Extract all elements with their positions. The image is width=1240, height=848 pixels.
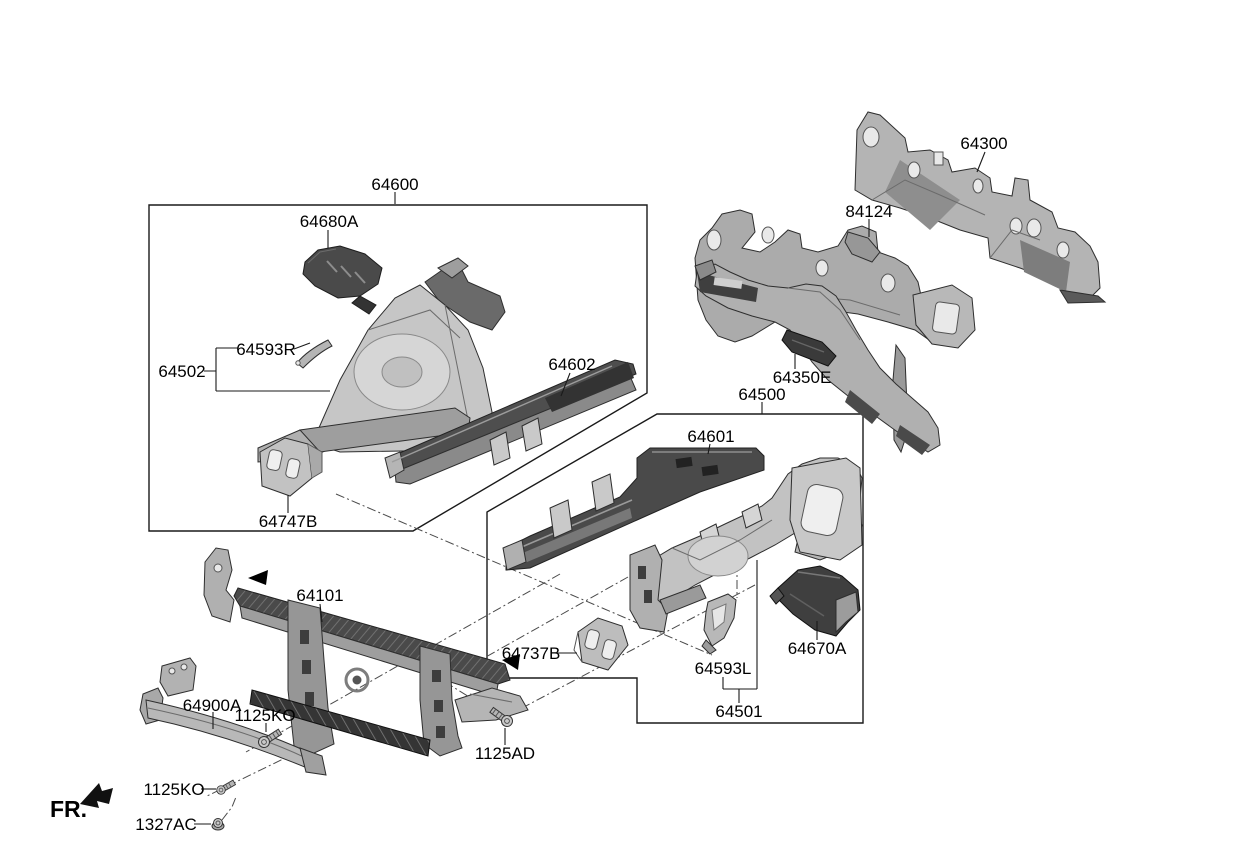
part-label-64670a[interactable]: 64670A [788,639,847,658]
part-64101-radiator-support-assembly[interactable] [203,547,529,757]
part-label-64101[interactable]: 64101 [296,586,343,605]
part-64593r-bracket[interactable] [295,339,333,369]
leader-lines [194,151,986,825]
part-64300-dash-panel[interactable] [854,111,1107,304]
part-64737b-mounting-plate[interactable] [573,617,629,671]
part-label-64737b[interactable]: 64737B [502,644,561,663]
part-label-64350e[interactable]: 64350E [773,368,832,387]
part-label-64601[interactable]: 64601 [687,427,734,446]
part-label-64600[interactable]: 64600 [371,175,418,194]
part-64900a-bumper-beam[interactable] [139,657,327,776]
bolt-1125ko-lower[interactable] [215,779,237,796]
part-64501-fender-apron-assembly[interactable] [629,457,863,633]
part-label-64300[interactable]: 64300 [960,134,1007,153]
bolt-1125ko-upper[interactable] [256,727,283,750]
assembly-box-64500-outline [486,413,864,724]
part-label-64502[interactable]: 64502 [158,362,205,381]
part-label-64602[interactable]: 64602 [548,355,595,374]
part-64747b-mounting-plate[interactable] [259,437,323,497]
part-64680a-reinforcement[interactable] [302,245,383,315]
part-label-64501[interactable]: 64501 [715,702,762,721]
part-64593l-bracket[interactable] [701,593,737,655]
part-64602-side-member[interactable] [384,359,637,485]
part-label-1125ko-lower[interactable]: 1125KO [143,780,204,799]
part-label-64593r[interactable]: 64593R [236,340,296,359]
fr-direction-arrow-icon [80,783,113,808]
part-64502-fender-apron-assembly[interactable] [257,257,506,471]
part-64670a-cover[interactable] [769,565,861,637]
part-label-64593l[interactable]: 64593L [695,659,752,678]
part-label-64680a[interactable]: 64680A [300,212,359,231]
fr-direction-indicator: FR. [50,783,113,822]
part-label-84124[interactable]: 84124 [845,202,892,221]
nut-1327ac[interactable] [211,818,225,831]
part-label-64500[interactable]: 64500 [738,385,785,404]
part-label-64747b[interactable]: 64747B [259,512,318,531]
part-label-1125ad[interactable]: 1125AD [475,744,535,763]
bolt-1125ad[interactable] [488,705,514,728]
part-64601-side-member[interactable] [502,447,765,571]
part-64350e-reinforcement[interactable] [781,329,837,367]
part-label-64900a[interactable]: 64900A [183,696,242,715]
fr-label: FR. [50,796,87,822]
assembly-box-64600-outline [148,204,648,532]
part-label-1327ac[interactable]: 1327AC [135,815,196,834]
part-label-1125ko-upper[interactable]: 1125KO [234,706,295,725]
